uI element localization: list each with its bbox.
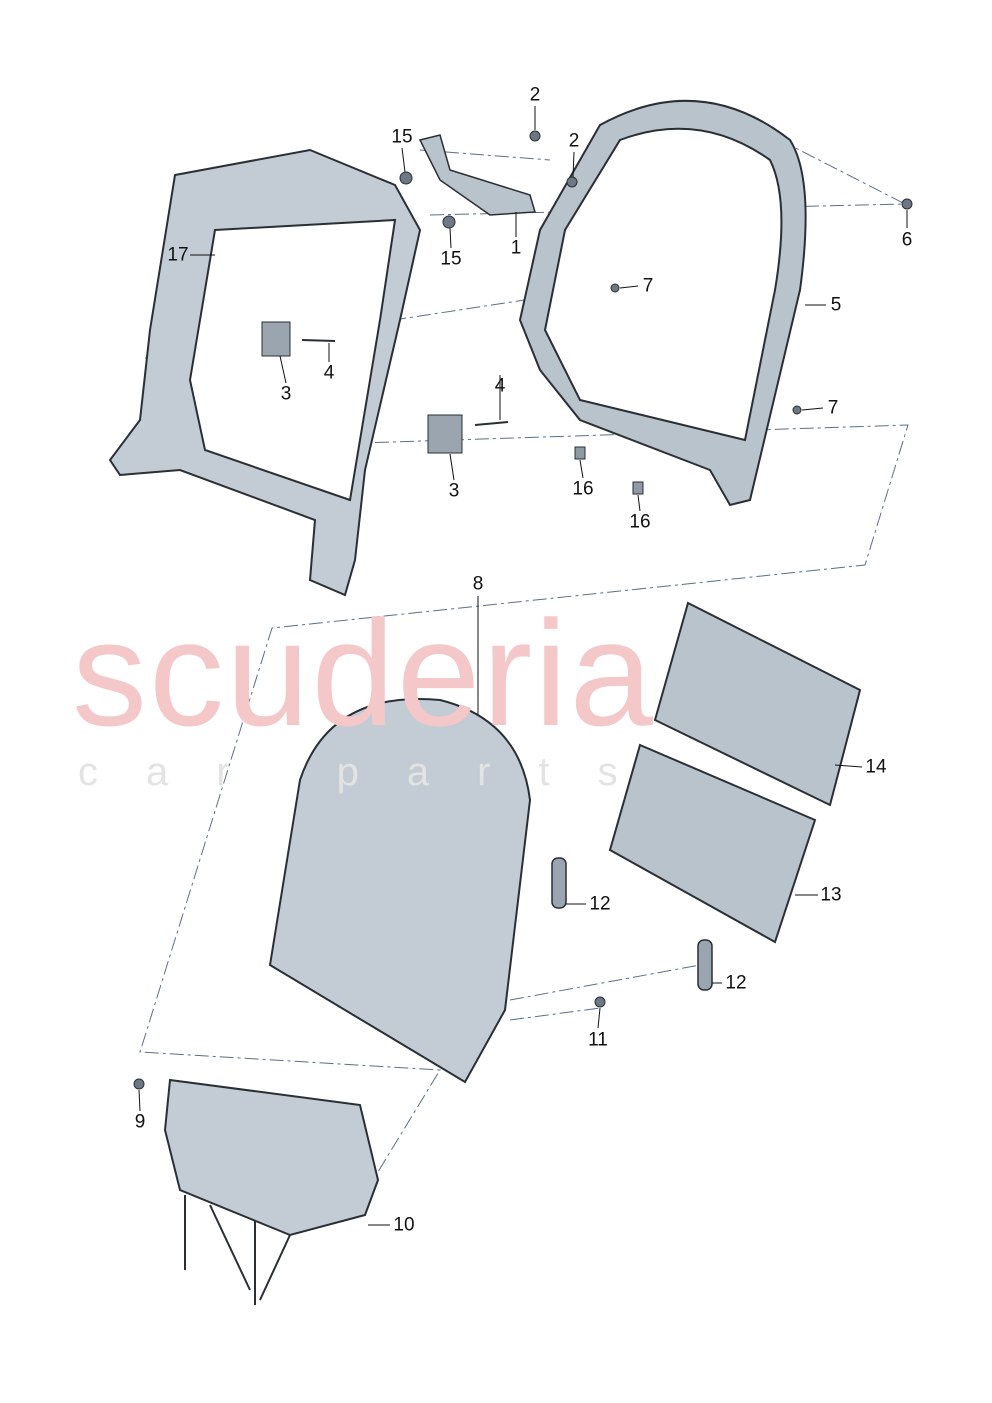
fasteners bbox=[133, 130, 913, 1090]
clip-16a bbox=[574, 446, 586, 460]
clip-16b bbox=[632, 481, 644, 495]
callout-5: 5 bbox=[830, 294, 842, 316]
callout-3: 3 bbox=[280, 383, 292, 405]
screw-4a bbox=[301, 339, 336, 342]
part-3b bbox=[427, 414, 463, 454]
callout-2: 2 bbox=[568, 130, 580, 152]
callout-10: 10 bbox=[393, 1214, 415, 1236]
callout-16: 16 bbox=[572, 478, 594, 500]
callout-7: 7 bbox=[827, 397, 839, 419]
backrest-panel-8 bbox=[268, 698, 532, 1084]
callout-16: 16 bbox=[629, 511, 651, 533]
callout-11: 11 bbox=[588, 1029, 608, 1051]
callout-3: 3 bbox=[448, 480, 460, 502]
callout-14: 14 bbox=[865, 756, 887, 778]
callout-6: 6 bbox=[901, 229, 913, 251]
bracket-1 bbox=[418, 134, 536, 216]
callout-8: 8 bbox=[472, 573, 484, 595]
strip-12b bbox=[697, 939, 713, 991]
callout-1: 1 bbox=[510, 237, 522, 259]
callout-4: 4 bbox=[323, 362, 335, 384]
callout-12: 12 bbox=[725, 972, 747, 994]
leader-lines bbox=[138, 106, 908, 1226]
cover-14 bbox=[653, 601, 862, 807]
backrest-trim-5 bbox=[518, 99, 807, 507]
screw-4b bbox=[474, 421, 509, 426]
callout-15: 15 bbox=[440, 248, 462, 270]
callout-9: 9 bbox=[134, 1111, 146, 1133]
pocket-13 bbox=[608, 743, 817, 944]
support-10 bbox=[163, 1078, 380, 1305]
callout-15: 15 bbox=[391, 126, 413, 148]
callout-12: 12 bbox=[589, 893, 611, 915]
callout-13: 13 bbox=[820, 884, 842, 906]
callout-2: 2 bbox=[529, 84, 541, 106]
strip-12a bbox=[551, 857, 567, 909]
seat-frame-17 bbox=[108, 148, 422, 597]
callout-17: 17 bbox=[167, 244, 189, 266]
callout-7: 7 bbox=[642, 275, 654, 297]
callout-4: 4 bbox=[494, 375, 506, 397]
part-3a bbox=[261, 321, 291, 357]
